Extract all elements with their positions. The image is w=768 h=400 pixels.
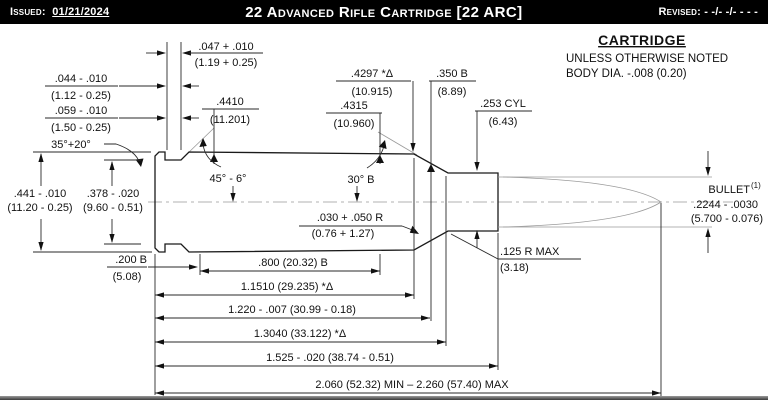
dim-378-in: .378 - .020	[87, 188, 140, 200]
sheet-bottom-edge	[0, 396, 768, 400]
angle-callouts: 45° - 6° 30° B	[199, 138, 387, 202]
length-dims: .800 (20.32) B 1.1510 (29.235) *Δ 1.220 …	[155, 257, 661, 396]
dim-200b: .200 B (5.08)	[107, 254, 198, 283]
revised-field: Revised: - -/- -/- - - -	[658, 6, 758, 18]
dim-125r-in: .125 R MAX	[500, 246, 560, 258]
dim-044-in: .044 - .010	[55, 73, 108, 85]
notes-line2: BODY DIA. -.008 (0.20)	[566, 68, 687, 80]
issued-field: Issued: 01/21/2024	[10, 6, 109, 18]
notes-line1: UNLESS OTHERWISE NOTED	[566, 53, 728, 65]
rim-groove-dims: .441 - .010 (11.20 - 0.25) .378 - .020 (…	[7, 151, 152, 253]
revised-value: - -/- -/- - - -	[704, 6, 758, 18]
dim-350-mm: (8.89)	[438, 86, 467, 98]
dim-4297-in: .4297 *Δ	[351, 68, 394, 80]
title-bar: Issued: 01/21/2024 22 Advanced Rifle Car…	[0, 0, 768, 24]
bullet-label: BULLET	[708, 184, 750, 196]
dim-059-in: .059 - .010	[55, 105, 108, 117]
bullet-profile	[498, 176, 712, 228]
dim-30deg: 30° B	[347, 174, 374, 186]
dim-13040: 1.3040 (33.122) *Δ	[254, 328, 347, 340]
issued-date: 01/21/2024	[52, 6, 110, 18]
dim-200-mm: (5.08)	[113, 271, 142, 283]
bullet-dia-mm: (5.700 - 0.076)	[691, 213, 763, 225]
case-outline	[154, 151, 499, 253]
dim-200-in: .200 B	[115, 254, 147, 266]
dim-253-mm: (6.43)	[489, 116, 518, 128]
dim-378-mm: (9.60 - 0.51)	[83, 202, 143, 214]
dim-45deg: 45° - 6°	[210, 173, 247, 185]
dim-11510: 1.1510 (29.235) *Δ	[241, 281, 334, 293]
dim-1220: 1.220 - .007 (30.99 - 0.18)	[228, 304, 356, 316]
rim-bevel-angle: 35°+20°	[51, 139, 144, 167]
dim-oal: 2.060 (52.32) MIN – 2.260 (57.40) MAX	[315, 379, 509, 391]
bullet-dim: BULLET (1) .2244 - .0030 (5.700 - 0.076)	[691, 151, 763, 253]
dim-125r-mm: (3.18)	[500, 262, 529, 274]
dim-059-mm: (1.50 - 0.25)	[51, 122, 111, 134]
dim-4410-in: .4410	[216, 96, 244, 108]
dim-800b: .800 (20.32) B	[258, 257, 328, 269]
radius-callouts: .030 + .050 R (0.76 + 1.27) .125 R MAX (…	[299, 212, 581, 274]
dim-030r-in: .030 + .050 R	[317, 212, 383, 224]
dim-047-mm: (1.19 + 0.25)	[195, 57, 258, 69]
dim-030r-mm: (0.76 + 1.27)	[312, 228, 375, 240]
dim-047-in: .047 + .010	[198, 41, 253, 53]
dim-253-in: .253 CYL	[480, 98, 526, 110]
revised-label: Revised:	[658, 6, 702, 18]
bullet-note-ref: (1)	[751, 181, 761, 190]
dim-1525: 1.525 - .020 (38.74 - 0.51)	[266, 352, 394, 364]
dim-4315-in: .4315	[340, 100, 368, 112]
dim-35deg: 35°+20°	[51, 139, 91, 151]
extension-lines	[154, 158, 662, 396]
dim-4410-mm: (11.201)	[210, 114, 250, 126]
head-detail-dims: .047 + .010 (1.19 + 0.25) .044 - .010 (1…	[45, 41, 263, 150]
dim-350-in: .350 B	[436, 68, 468, 80]
bullet-dia-in: .2244 - .0030	[693, 199, 758, 211]
construction-lines	[185, 127, 418, 156]
notes-block: CARTRIDGE UNLESS OTHERWISE NOTED BODY DI…	[566, 32, 728, 80]
notes-title: CARTRIDGE	[598, 32, 686, 48]
issued-label: Issued:	[10, 6, 46, 18]
drawing-title: 22 Advanced Rifle Cartridge [22 ARC]	[245, 3, 523, 21]
body-diameter-dims: .4410 (11.201) .4315 (10.960) .4297 *Δ (…	[202, 68, 532, 321]
dim-4315-mm: (10.960)	[334, 118, 375, 130]
dim-044-mm: (1.12 - 0.25)	[51, 90, 111, 102]
dim-441-in: .441 - .010	[14, 188, 67, 200]
dim-441-mm: (11.20 - 0.25)	[7, 202, 72, 214]
dim-4297-mm: (10.915)	[352, 86, 393, 98]
